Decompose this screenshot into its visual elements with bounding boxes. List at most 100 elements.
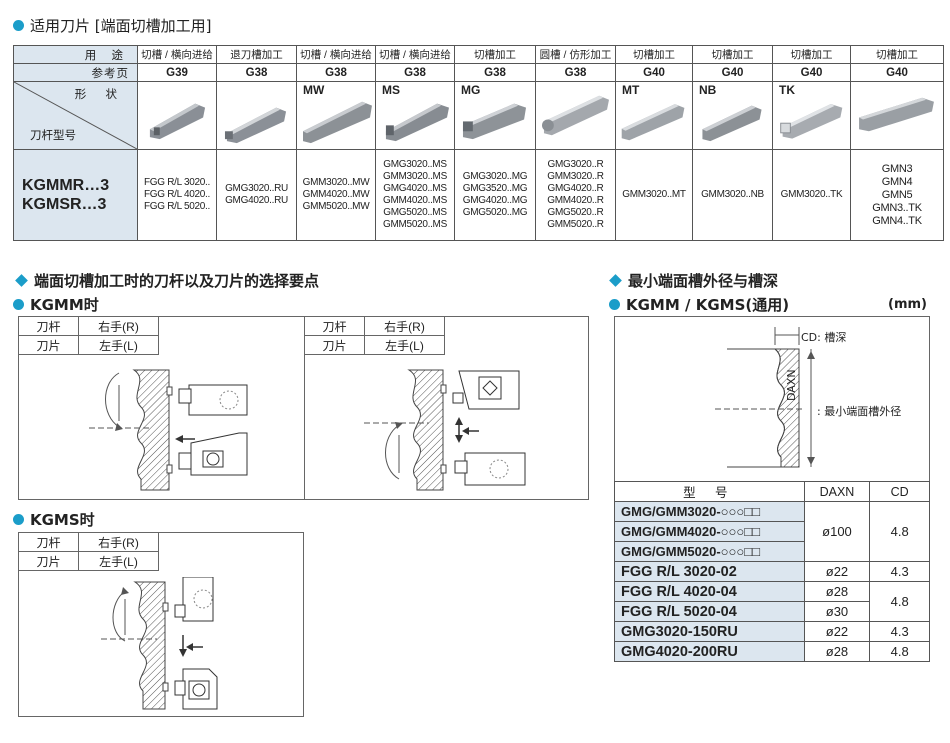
insert-image [621, 104, 685, 141]
use-cell: 切槽 / 横向进给 [296, 45, 376, 64]
model-cell: GMG/GMM3020-○○○□□ [614, 501, 805, 522]
insert-model: GMG4020..MS [383, 183, 447, 194]
insert-model: GMG5020..R [547, 207, 604, 218]
page-cell: G38 [216, 63, 297, 82]
tool-top-icon [178, 384, 248, 416]
model-cell: GMG/GMM4020-○○○□□ [614, 521, 805, 542]
insert-list-cell: GMM3020..MW GMM4020..MW GMM5020..MW [296, 149, 376, 241]
insert-model: GMM3020..MT [622, 189, 686, 200]
insert-type-tag: MT [622, 83, 640, 97]
insert-model: GMG3020..RU [225, 183, 288, 194]
hand-value: 左手(L) [364, 335, 445, 355]
feed-arrow-icon [179, 635, 203, 657]
section-select-title: 端面切槽加工时的刀杆以及刀片的选择要点 [34, 272, 320, 290]
insert-list-cell: GMG3020..MS GMM3020..MS GMG4020..MS GMM4… [375, 149, 455, 241]
bullet-diamond-icon [609, 274, 622, 287]
page-cell: G40 [772, 63, 851, 82]
insert-image-cell [535, 81, 616, 150]
kgmm-title: KGMM时 [30, 296, 99, 314]
spec-heading: KGMM / KGMS(通用) [609, 294, 789, 315]
hand-key: 刀片 [304, 335, 365, 355]
tool-bottom-icon [174, 668, 218, 710]
bullet-dot-icon [13, 20, 24, 31]
insert-image [702, 105, 762, 142]
insert-type-tag: MG [461, 83, 481, 97]
daxn-cell: ø28 [803, 641, 871, 662]
kgmm-left-hand-table: 刀杆右手(R) 刀片左手(L) [18, 316, 159, 355]
insert-model: GMM3020..TK [780, 189, 843, 200]
model-cell: GMG4020-200RU [614, 641, 805, 662]
insert-model: GMM5020..MW [302, 201, 370, 212]
bullet-dot-icon [13, 299, 24, 310]
cd-cell: 4.8 [869, 581, 930, 622]
kgms-heading: KGMS时 [13, 509, 95, 530]
insert-model: GMN4..TK [872, 214, 922, 227]
bullet-dot-icon [13, 514, 24, 525]
page-row-label: 参考页 [13, 63, 138, 82]
use-cell: 圆槽 / 仿形加工 [535, 45, 616, 64]
use-row-label: 用 途 [13, 45, 138, 64]
insert-image [224, 107, 287, 144]
model-cell: FGG R/L 3020-02 [614, 561, 805, 582]
col-daxn-header: DAXN [803, 481, 871, 502]
page-cell: G40 [615, 63, 693, 82]
model-cell: FGG R/L 4020-04 [614, 581, 805, 602]
kgmm-right-diagram [364, 369, 526, 491]
insert-model: GMM3020..MW [302, 177, 370, 188]
insert-model: FGG R/L 5020.. [143, 201, 210, 212]
hand-value: 右手(R) [364, 316, 445, 336]
hand-key: 刀杆 [18, 532, 79, 552]
daxn-cell: ø28 [803, 581, 871, 602]
section-min-title: 最小端面槽外径与槽深 [628, 272, 779, 290]
insert-image-cell [137, 81, 217, 150]
kgmm-left-diagram [89, 369, 248, 491]
cd-cell: 4.3 [869, 621, 930, 642]
use-cell: 切槽 / 横向进给 [137, 45, 217, 64]
insert-model: GMM5020..MS [383, 219, 447, 230]
section-select-heading: 端面切槽加工时的刀杆以及刀片的选择要点 [15, 270, 319, 291]
section-apply-title: 适用刀片 [端面切槽加工用] [30, 17, 212, 35]
kgmm-heading: KGMM时 [13, 294, 99, 315]
groove-spec-table: 型 号 DAXN CD GMG/GMM3020-○○○□□ ø100 4.8 G… [614, 481, 930, 662]
insert-image [542, 95, 609, 136]
insert-model: GMM3020..R [547, 171, 604, 182]
use-cell: 切槽加工 [615, 45, 693, 64]
page-cell: G38 [375, 63, 455, 82]
page-cell: G40 [850, 63, 944, 82]
tool-top-icon [174, 577, 214, 622]
insert-image [149, 103, 206, 140]
insert-image [462, 103, 527, 140]
kgms-title: KGMS时 [30, 511, 95, 529]
insert-model: GMN5 [881, 188, 913, 201]
insert-image-cell: NB [692, 81, 773, 150]
insert-type-tag: NB [699, 83, 717, 97]
hand-value: 左手(L) [78, 551, 159, 571]
tool-bottom-icon [178, 432, 248, 476]
daxn-cell: ø22 [803, 621, 871, 642]
insert-model: GMG3520..MG [462, 183, 528, 194]
holder-model: KGMMR…3 [22, 177, 110, 194]
page-cell: G38 [296, 63, 376, 82]
use-cell: 切槽 / 横向进给 [375, 45, 455, 64]
unit-label: (mm) [888, 297, 927, 312]
cd-cell: 4.3 [869, 561, 930, 582]
diagonal-line [14, 82, 137, 149]
bullet-diamond-icon [15, 274, 28, 287]
insert-list-cell: GMM3020..MT [615, 149, 693, 241]
insert-model: GMG3020..MS [383, 159, 447, 170]
daxn-label: : 最小端面槽外径 [817, 405, 902, 418]
hand-value: 右手(R) [78, 532, 159, 552]
use-cell: 切槽加工 [454, 45, 536, 64]
insert-type-tag: MW [303, 83, 325, 97]
insert-model: GMM4020..MS [383, 195, 447, 206]
insert-model: GMN3..TK [872, 201, 922, 214]
tool-top-icon [452, 370, 520, 410]
insert-image-cell: MT [615, 81, 693, 150]
insert-model: GMG3020..MG [462, 171, 528, 182]
insert-image [385, 103, 449, 142]
use-cell: 切槽加工 [850, 45, 944, 64]
cd-cell: 4.8 [869, 501, 930, 562]
page-cell: G40 [692, 63, 773, 82]
spec-title: KGMM / KGMS(通用) [626, 296, 790, 314]
daxn-cell: ø22 [803, 561, 871, 582]
